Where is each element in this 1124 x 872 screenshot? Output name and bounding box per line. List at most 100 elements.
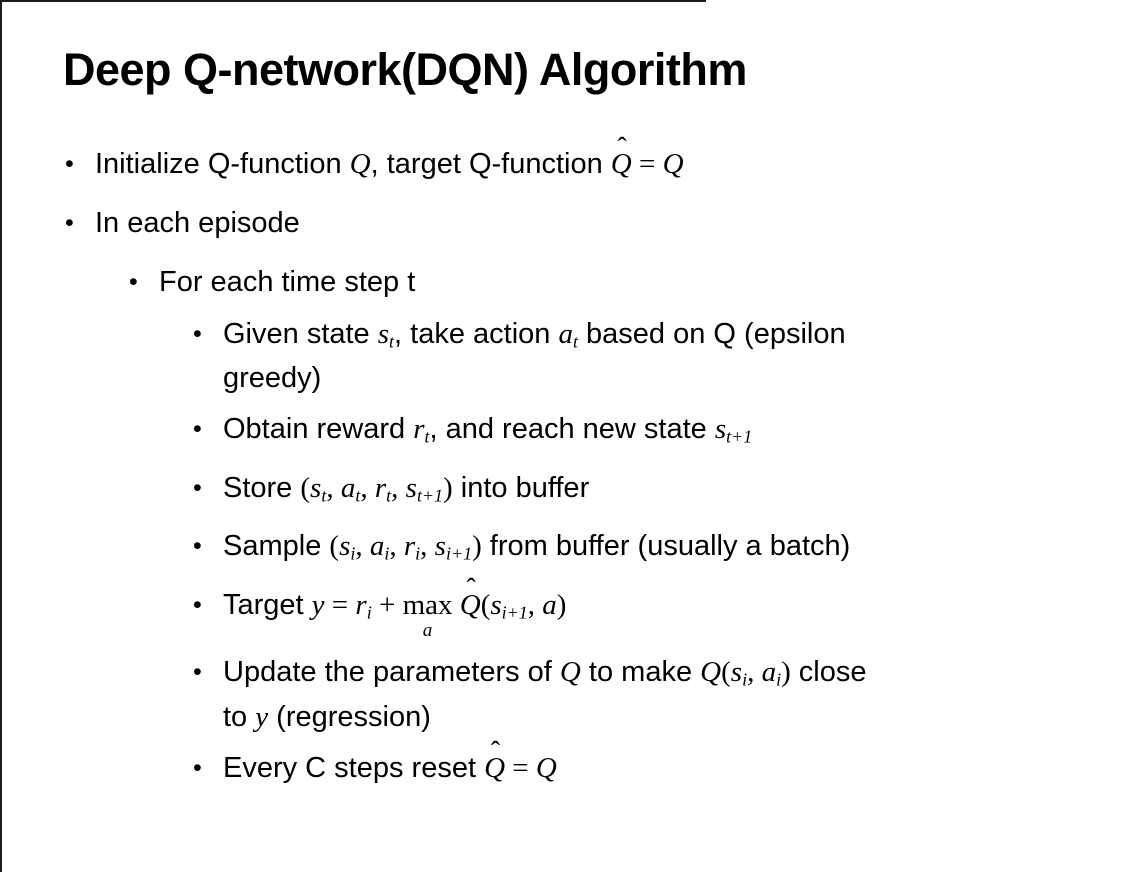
math-subscript: i [415, 543, 421, 564]
math-symbol: Q [535, 751, 557, 784]
math-symbol: r [355, 588, 367, 621]
text-segment: (regression) [268, 700, 431, 733]
text-segment: Target [223, 588, 312, 621]
math-symbol: Q [559, 656, 581, 689]
math-symbol: s [310, 471, 322, 504]
math-operator: , [389, 530, 404, 563]
bullet-text: Update the parameters of Q to make Q(si,… [223, 654, 1069, 735]
math-operator: , [391, 471, 406, 504]
hat-accent: ˆ [466, 572, 476, 604]
math-operator: , [747, 656, 762, 689]
bullet-text: In each episode [95, 205, 1069, 242]
bullet-marker: • [193, 590, 202, 619]
bullet-item: • In each episode [63, 205, 1069, 242]
bullet-text: Obtain reward rt, and reach new state st… [223, 411, 1069, 455]
math-operator: ) [781, 656, 791, 689]
math-subscript: i [742, 669, 748, 690]
math-symbol: s [339, 530, 351, 563]
bullet-marker: • [193, 753, 202, 782]
math-symbol: s [377, 317, 390, 350]
math-operator: ( [300, 471, 311, 504]
math-operator: , [326, 471, 341, 504]
bullet-item: •Sample (si, ai, ri, si+1) from buffer (… [63, 528, 1069, 572]
math-operator: ) [443, 471, 453, 504]
math-symbol: a [761, 656, 777, 689]
math-symbol: r [374, 471, 387, 504]
math-operator: ) [556, 588, 567, 621]
page-title: Deep Q-network(DQN) Algorithm [63, 44, 747, 95]
math-symbol: Q [349, 147, 371, 180]
text-segment: , take action [394, 317, 559, 350]
bullet-item: •Given state st, take action at based on… [63, 316, 1069, 397]
math-subscript: t [321, 485, 327, 506]
math-operator: ( [480, 588, 491, 621]
math-operator: ( [329, 530, 340, 563]
bullet-list: •Initialize Q-function Q, target Q-funct… [63, 133, 1069, 787]
bullet-text: Given state st, take action at based on … [223, 316, 1069, 397]
math-subscript: t [424, 426, 430, 447]
text-segment: Store [223, 471, 301, 504]
text-segment: Every C steps reset [223, 751, 485, 784]
math-symbol: a [340, 471, 356, 504]
max-word: max [402, 588, 453, 621]
text-segment: greedy) [223, 362, 322, 395]
math-subscript: t [572, 331, 578, 352]
bullet-marker: • [129, 267, 138, 296]
text-segment: from buffer (usually a batch) [481, 530, 851, 563]
math-subscript: i [384, 543, 390, 564]
bullet-item: • For each time step t [63, 264, 1069, 301]
bullet-item: • Update the parameters of Q to make Q(si… [63, 654, 1069, 735]
text-segment: Obtain reward [223, 413, 414, 446]
bullet-item: •Initialize Q-function Q, target Q-funct… [63, 133, 1069, 183]
math-symbol: y [255, 700, 269, 733]
math-operator: , [420, 530, 435, 563]
math-subscript: i [366, 602, 372, 623]
math-subscript: t [355, 485, 361, 506]
math-symbol: a [558, 317, 573, 350]
math-symbol: s [714, 413, 727, 446]
bullet-item: •Obtain reward rt, and reach new state s… [63, 411, 1069, 455]
bullet-text: Store (st, at, rt, st+1) into buffer [223, 470, 1069, 514]
math-subscript: t+1 [416, 485, 444, 506]
math-subscript: i [776, 669, 782, 690]
math-operator [453, 589, 460, 621]
bullet-marker: • [65, 208, 74, 237]
bullet-marker: • [193, 415, 202, 444]
bullet-marker: • [65, 149, 74, 178]
bullet-item: •Store (st, at, rt, st+1) into buffer [63, 470, 1069, 514]
bullet-marker: • [193, 658, 202, 687]
hat-accent: ˆ [490, 735, 500, 767]
math-symbol: Q [484, 751, 506, 784]
math-symbol: y [311, 588, 325, 621]
math-operator: = [505, 751, 536, 784]
math-symbol: a [369, 530, 385, 563]
math-symbol: s [434, 530, 446, 563]
math-symbol: a [542, 588, 557, 621]
math-symbol: s [490, 588, 502, 621]
text-segment: into buffer [452, 471, 590, 504]
math-symbol: Q [610, 147, 632, 180]
text-segment: close [790, 656, 867, 689]
text-segment: to [223, 700, 256, 733]
text-segment: , and reach new state [429, 413, 715, 446]
bullet-text: For each time step t [159, 264, 1069, 301]
math-operator: = [324, 588, 356, 621]
math-symbol: Q [700, 656, 722, 689]
bullet-marker: • [193, 532, 202, 561]
hat-accent: ˆ [617, 131, 627, 163]
math-operator: ( [721, 656, 731, 689]
math-subscript: t [386, 485, 392, 506]
math-operator: , [527, 588, 543, 621]
math-symbol: s [405, 471, 417, 504]
text-segment: Update the parameters of [223, 656, 560, 689]
math-symbol: Q [662, 147, 684, 180]
